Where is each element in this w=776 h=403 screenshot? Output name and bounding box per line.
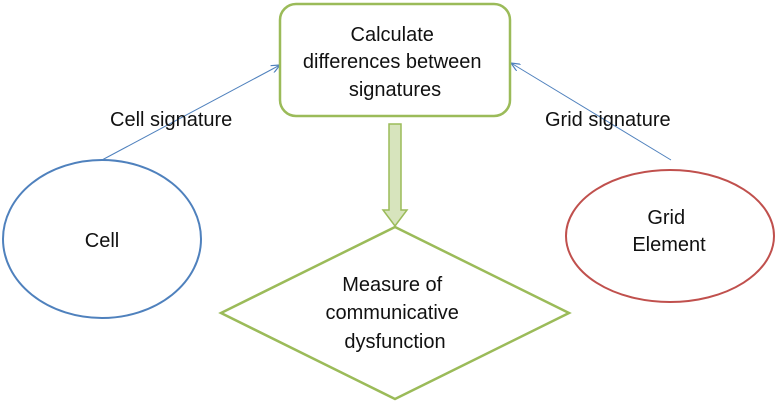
result-diamond bbox=[218, 225, 572, 401]
process-box-line-2: differences between bbox=[303, 51, 482, 73]
result-line-1: Measure of bbox=[342, 274, 442, 296]
process-box-line-3: signatures bbox=[349, 79, 441, 101]
process-box-line-1: Calculate bbox=[351, 24, 434, 46]
result-line-3: dysfunction bbox=[344, 331, 445, 353]
process-box-label: Calculate differences between signatures bbox=[303, 24, 487, 101]
edge-label-cell-signature: Cell signature bbox=[110, 109, 232, 131]
grid-element-line-2: Element bbox=[632, 234, 706, 256]
cell-node-label: Cell bbox=[85, 230, 119, 252]
grid-element-line-1: Grid bbox=[647, 207, 685, 229]
edge-cell-to-process bbox=[101, 65, 280, 161]
result-diamond-label: Measure of communicative dysfunction bbox=[326, 274, 465, 353]
cell-node bbox=[2, 159, 202, 319]
edge-label-grid-signature: Grid signature bbox=[545, 109, 671, 131]
grid-element-node bbox=[565, 169, 775, 303]
process-box bbox=[278, 2, 512, 118]
result-line-2: communicative bbox=[326, 302, 459, 324]
grid-element-node-label: Grid Element bbox=[632, 207, 706, 256]
edge-grid-to-process bbox=[511, 63, 672, 161]
block-arrow-down bbox=[381, 123, 409, 228]
